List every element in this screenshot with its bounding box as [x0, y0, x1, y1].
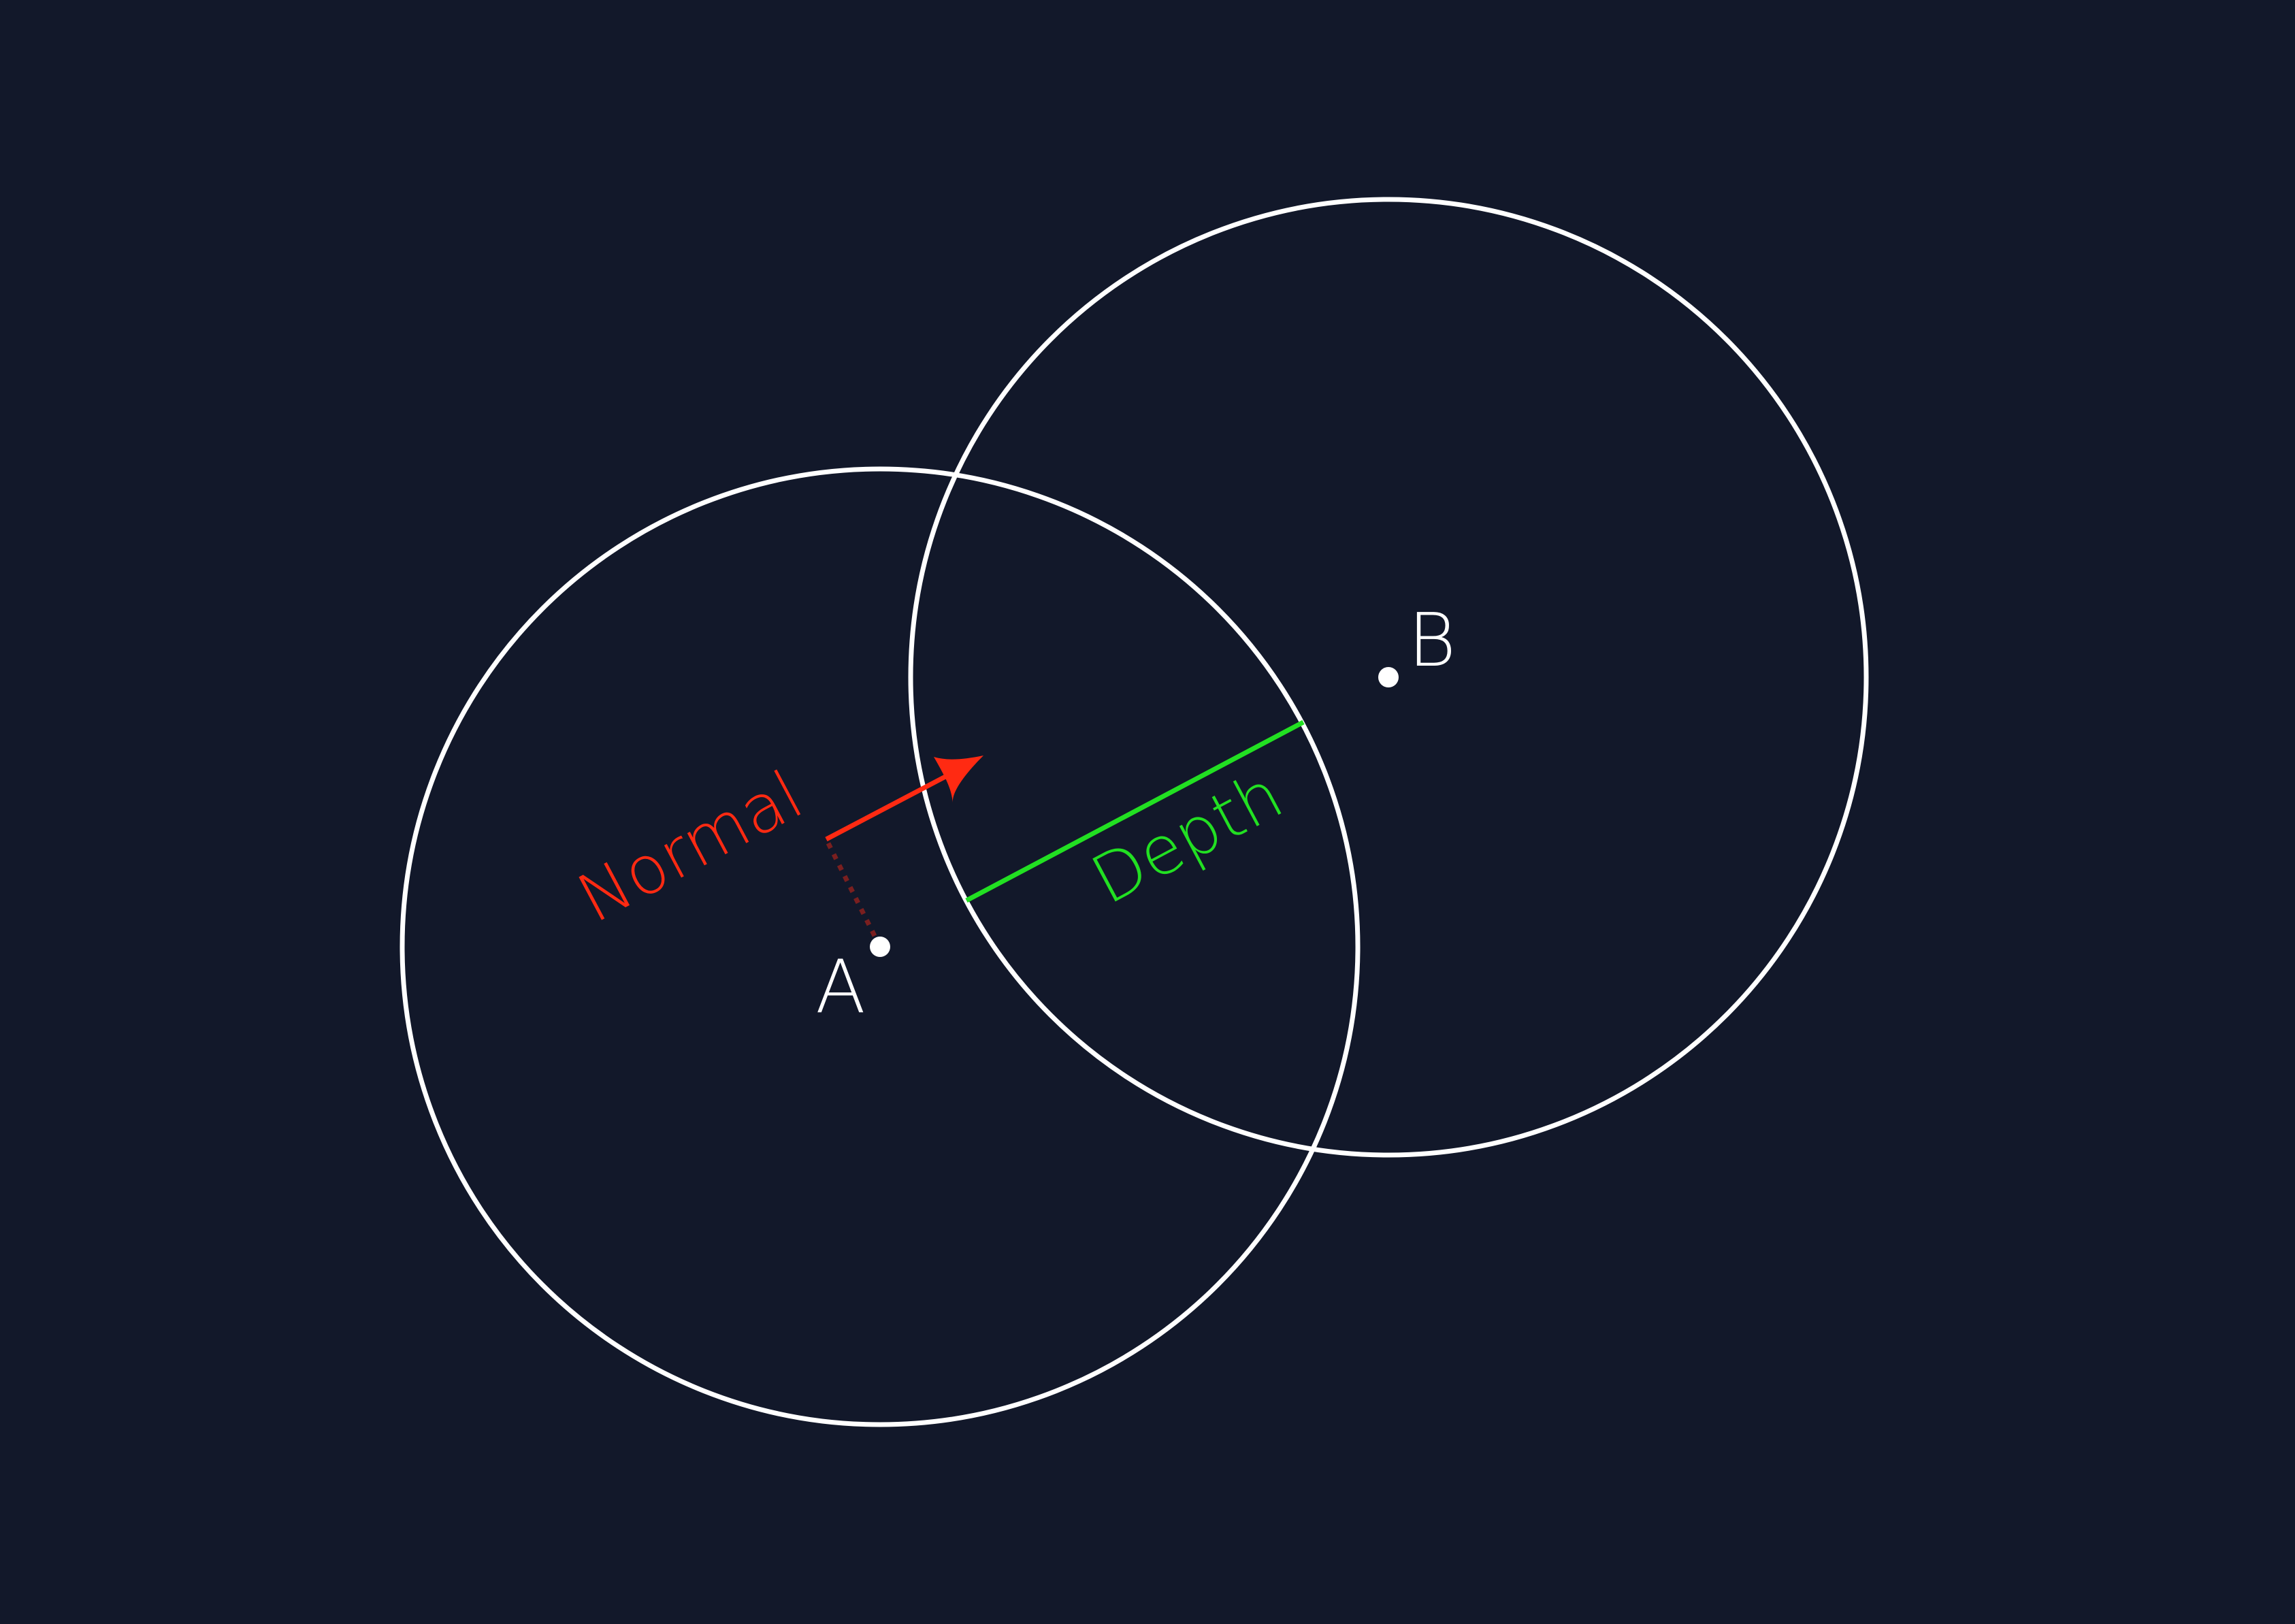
- center-point-b: [1378, 667, 1399, 687]
- label-b: B: [1408, 598, 1456, 683]
- label-a: A: [815, 945, 866, 1030]
- normal-dotted-guide: [824, 838, 883, 948]
- circle-b: [908, 197, 1869, 1158]
- normal-arrow-shaft: [825, 766, 961, 842]
- center-point-a: [870, 937, 890, 957]
- normal-arrowhead: [934, 756, 983, 803]
- depth-line: [965, 719, 1305, 903]
- circle-a: [400, 466, 1361, 1427]
